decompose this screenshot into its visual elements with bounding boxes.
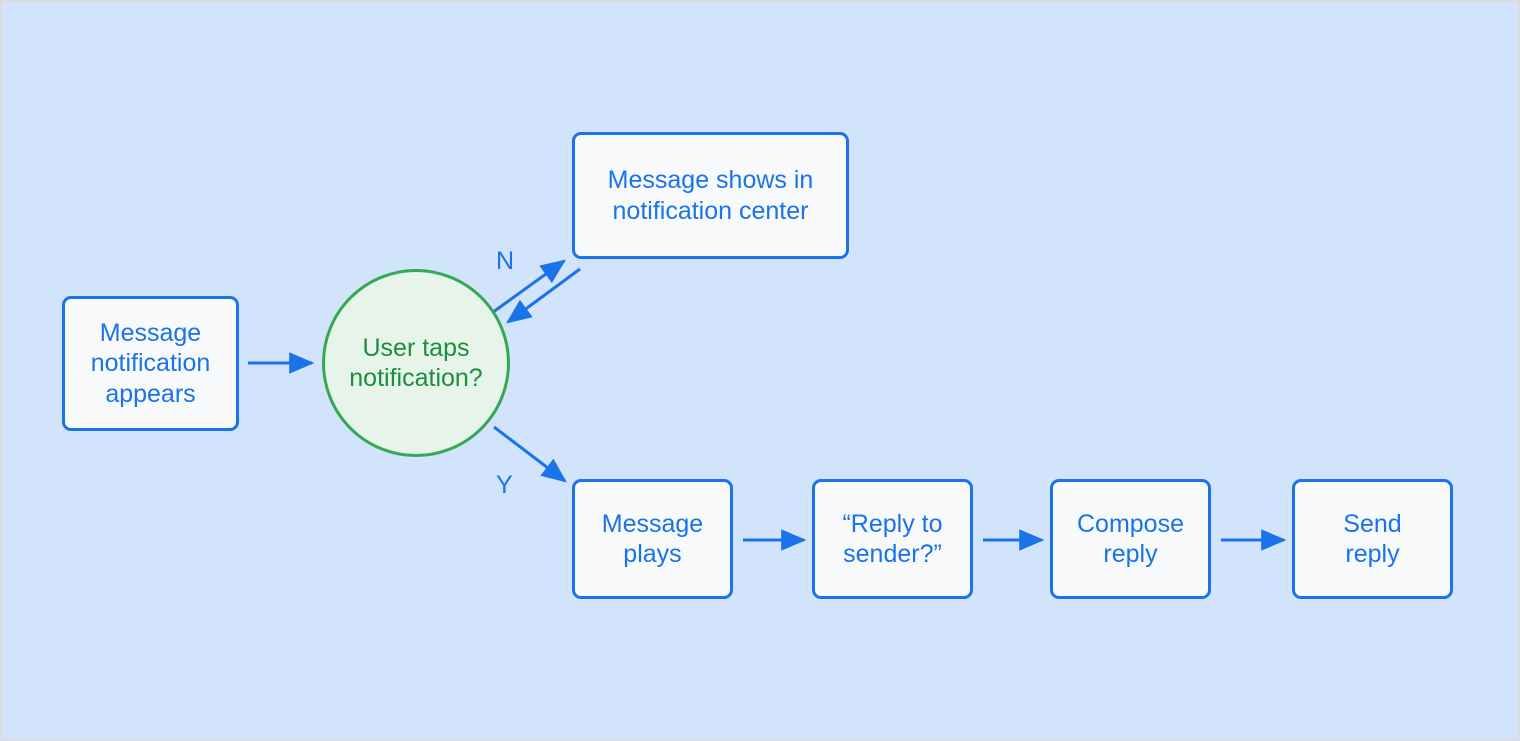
node-message-notification-appears[interactable]: Message notification appears [62, 296, 239, 431]
edge-label-n: N [496, 247, 515, 275]
node-reply-to-sender[interactable]: “Reply to sender?” [812, 479, 973, 599]
edge-label-y: Y [496, 471, 513, 499]
node-user-taps-notification[interactable]: User taps notification? [322, 269, 510, 457]
node-message-plays[interactable]: Message plays [572, 479, 733, 599]
node-compose-reply[interactable]: Compose reply [1050, 479, 1211, 599]
node-send-reply[interactable]: Send reply [1292, 479, 1453, 599]
node-message-shows-in-notification-center[interactable]: Message shows in notification center [572, 132, 849, 259]
edge-notification-center-to-decision [506, 267, 581, 324]
